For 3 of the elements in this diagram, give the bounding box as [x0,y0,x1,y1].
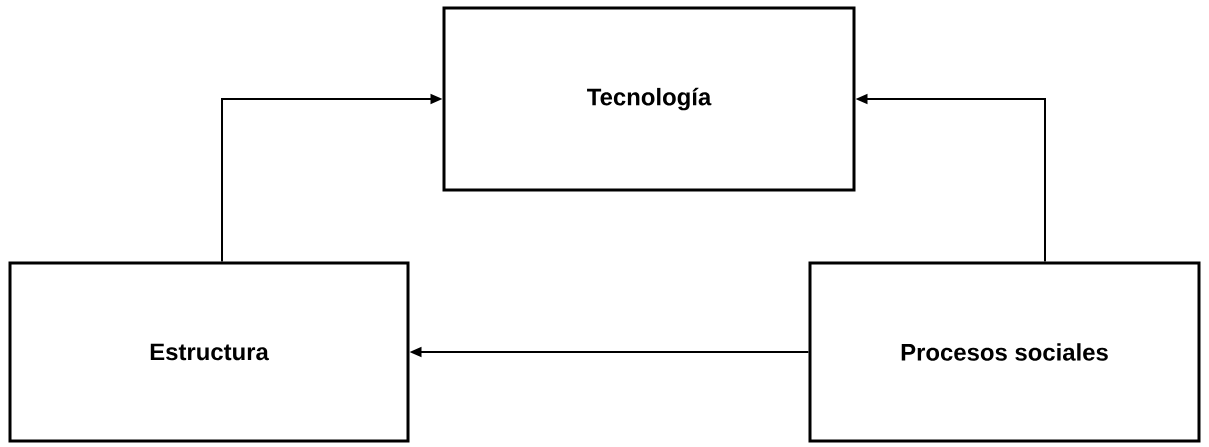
process-box: Procesos sociales [808,261,1201,443]
process-box: Tecnología [442,6,856,192]
process-box: Estructura [8,261,410,443]
